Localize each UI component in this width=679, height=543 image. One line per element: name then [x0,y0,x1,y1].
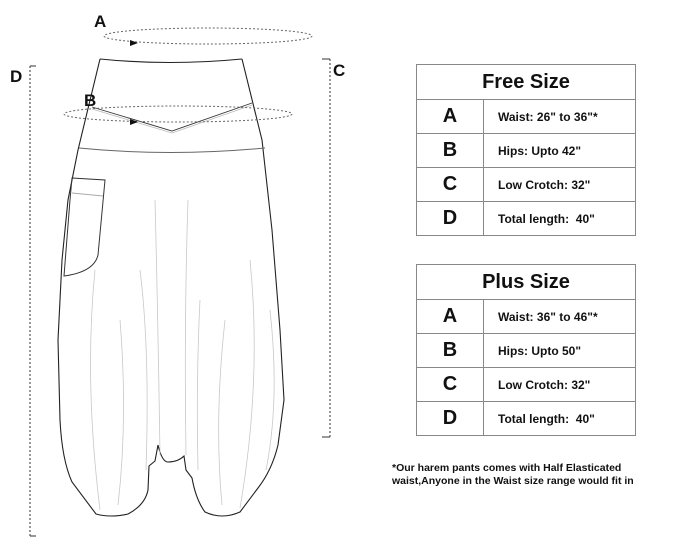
fabric-folds [90,199,275,511]
row-value: Hips: Upto 50" [483,333,636,368]
row-value: Waist: 36" to 46"* [483,299,636,334]
row-letter: B [416,333,484,368]
label-d: D [10,67,22,86]
row-value: Total length: 40" [483,401,636,436]
free-size-title: Free Size [416,64,636,100]
pants-outline [57,58,285,517]
row-letter: B [416,133,484,168]
label-b: B [84,91,96,110]
row-value: Hips: Upto 42" [483,133,636,168]
harem-pants-diagram: A D C B [10,12,345,537]
footnote-line-2: waist,Anyone in the Waist size range wou… [392,475,634,487]
crotch-length-line [322,58,331,438]
row-letter: C [416,367,484,402]
label-c: C [333,61,345,80]
plus-size-title: Plus Size [416,264,636,300]
row-letter: A [416,99,484,134]
hip-measure-ellipse [63,105,293,125]
row-value: Low Crotch: 32" [483,167,636,202]
waistband-seams [78,102,266,153]
footnote-line-1: *Our harem pants comes with Half Elastic… [392,462,622,474]
row-value: Waist: 26" to 36"* [483,99,636,134]
total-length-line [29,65,36,537]
row-value: Low Crotch: 32" [483,367,636,402]
row-letter: A [416,299,484,334]
footnote: *Our harem pants comes with Half Elastic… [392,462,679,488]
side-pocket [63,177,106,277]
row-letter: C [416,167,484,202]
label-a: A [94,12,106,31]
waist-measure-ellipse [103,27,313,46]
row-letter: D [416,201,484,236]
row-value: Total length: 40" [483,201,636,236]
row-letter: D [416,401,484,436]
